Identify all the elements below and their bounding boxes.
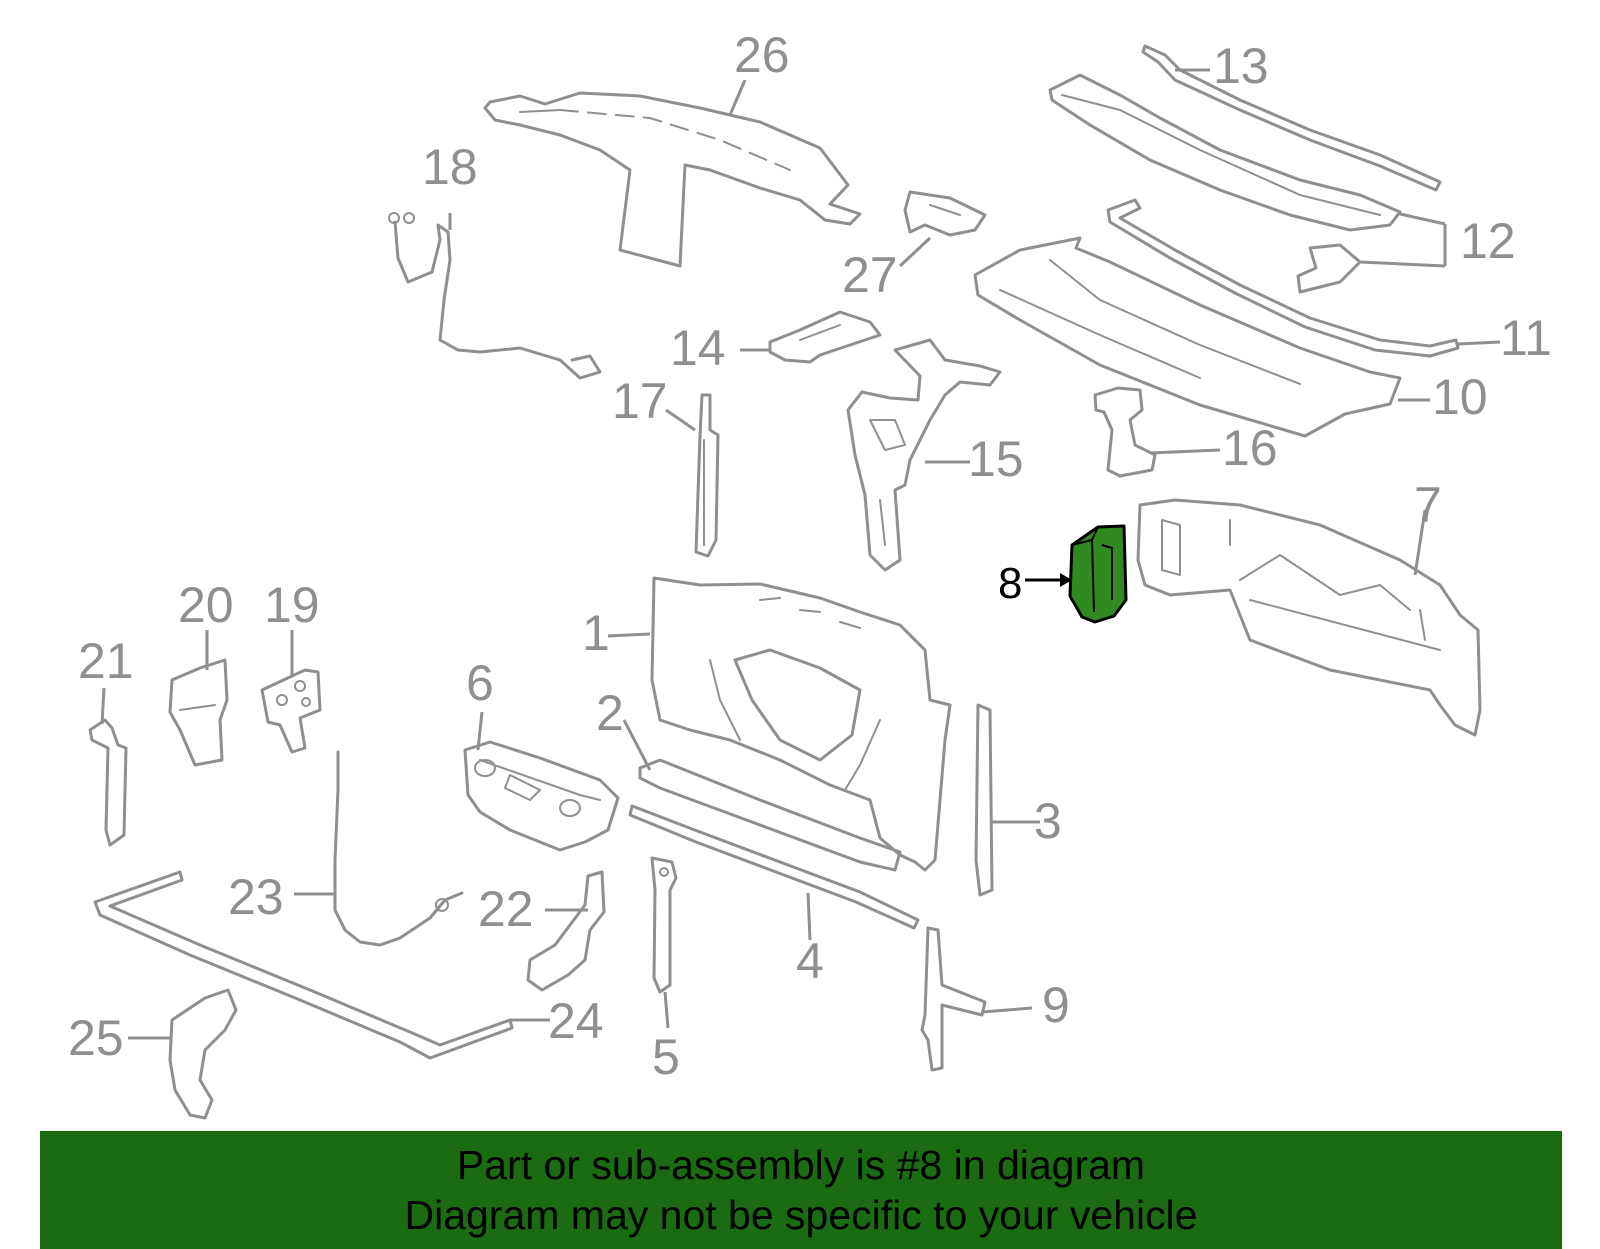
callout-6: 6 <box>466 655 494 711</box>
part-4-rail <box>628 804 920 930</box>
part-22-bracket <box>526 870 606 992</box>
callout-26: 26 <box>734 27 790 83</box>
part-21-bracket <box>88 718 128 847</box>
part-6-housing <box>463 740 620 852</box>
part-5-post <box>650 856 678 994</box>
callout-19: 19 <box>264 577 320 633</box>
callout-12: 12 <box>1460 213 1516 269</box>
callout-21: 21 <box>78 633 134 689</box>
leader-lines <box>100 68 1501 1040</box>
callout-3: 3 <box>1034 793 1062 849</box>
part-17-strut <box>694 393 720 558</box>
part-13-weatherstrip <box>1141 44 1442 192</box>
part-10-panel <box>973 236 1402 438</box>
part-26-hood-panel <box>483 91 862 268</box>
callout-23: 23 <box>228 869 284 925</box>
callout-15: 15 <box>968 431 1024 487</box>
callout-7: 7 <box>1414 477 1442 533</box>
part-11-seal-strip <box>1106 198 1460 358</box>
callout-20: 20 <box>178 577 234 633</box>
callout-24: 24 <box>548 993 604 1049</box>
part-23-cable <box>333 750 464 947</box>
part-24-rod <box>93 870 514 1060</box>
part-3-side-strip <box>974 703 994 897</box>
callout-10: 10 <box>1432 369 1488 425</box>
callout-5: 5 <box>652 1029 680 1085</box>
banner-line-1: Part or sub-assembly is #8 in diagram <box>456 1142 1146 1188</box>
part-25-bracket <box>168 988 238 1120</box>
callout-14: 14 <box>670 320 726 376</box>
callout-25: 25 <box>68 1010 124 1066</box>
part-12-seal <box>1048 73 1402 294</box>
callout-17: 17 <box>612 373 668 429</box>
part-2-lower-support <box>638 758 902 872</box>
part-14-hinge <box>768 310 882 364</box>
callout-8: 8 <box>998 559 1022 608</box>
part-9-bracket <box>920 926 987 1072</box>
callout-1: 1 <box>582 605 610 661</box>
part-1-panel <box>650 576 952 872</box>
info-banner: Part or sub-assembly is #8 in diagram Di… <box>40 1131 1562 1249</box>
part-16-bracket <box>1093 386 1157 478</box>
part-7-support <box>1136 498 1482 737</box>
callout-18: 18 <box>422 139 478 195</box>
part-19-latch <box>260 668 322 754</box>
callout-11: 11 <box>1500 310 1552 366</box>
part-20-deflector <box>168 658 229 767</box>
banner-line-2: Diagram may not be specific to your vehi… <box>404 1192 1198 1238</box>
part-18-cable <box>388 212 602 380</box>
callout-2: 2 <box>596 685 624 741</box>
part-8-highlighted <box>1068 524 1128 624</box>
callout-27: 27 <box>842 247 898 303</box>
part-15-hinge-assembly <box>846 338 1002 572</box>
callout-9: 9 <box>1042 977 1070 1033</box>
callout-4: 4 <box>796 933 824 989</box>
callout-16: 16 <box>1222 420 1278 476</box>
part-27-bracket <box>903 190 987 237</box>
callout-22: 22 <box>478 881 534 937</box>
callout-13: 13 <box>1213 38 1269 94</box>
